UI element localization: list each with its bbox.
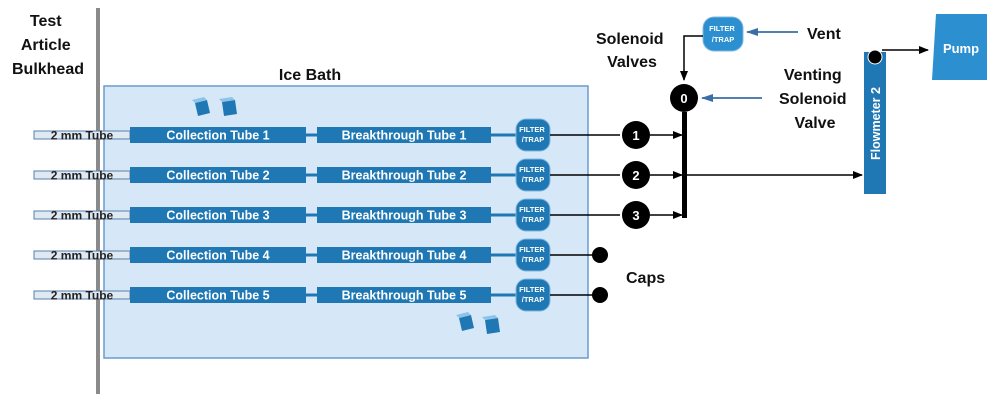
collection-tube (130, 127, 306, 143)
collection-tube (130, 207, 306, 223)
sample-train-2: 2 mm Tube Collection Tube 2 Breakthrough… (33, 158, 551, 192)
manifold (682, 112, 687, 218)
valve-number: 0 (680, 91, 687, 106)
collection-tube-label: Collection Tube 2 (166, 169, 269, 183)
breakthrough-tube-label: Breakthrough Tube 4 (342, 249, 467, 263)
bulkhead-label: Test Article Bulkhead (12, 13, 84, 78)
filter-trap-label: FILTER /TRAP (519, 165, 547, 184)
breakthrough-tube (317, 247, 491, 263)
flowmeter-label: Flowmeter 2 (869, 87, 883, 160)
breakthrough-tube (317, 207, 491, 223)
breakthrough-tube-label: Breakthrough Tube 3 (342, 209, 467, 223)
filter-trap-label: FILTER /TRAP (709, 24, 737, 44)
flowmeter (864, 52, 886, 194)
collection-tube (130, 287, 306, 303)
collection-tube-label: Collection Tube 5 (166, 289, 269, 303)
solenoid-valves-label: Solenoid Valves (596, 31, 668, 71)
cap (592, 287, 608, 303)
inlet-tube-label: 2 mm Tube (51, 209, 114, 223)
solenoid-valve-2 (622, 161, 650, 189)
vent-filter-trap (702, 16, 744, 52)
filter-trap-label: FILTER /TRAP (519, 245, 547, 264)
ice-cubes-icon (456, 312, 500, 334)
breakthrough-tube (317, 287, 491, 303)
filter-trap-label: FILTER /TRAP (519, 285, 547, 304)
venting-solenoid-valve (670, 84, 698, 112)
breakthrough-tube-label: Breakthrough Tube 1 (342, 129, 467, 143)
breakthrough-tube-label: Breakthrough Tube 5 (342, 289, 467, 303)
inlet-tube-label: 2 mm Tube (51, 289, 114, 303)
pump (932, 14, 987, 80)
breakthrough-tube (317, 127, 491, 143)
collection-tube-label: Collection Tube 3 (166, 209, 269, 223)
venting-solenoid-valve-label: Venting Solenoid Valve (779, 67, 851, 132)
valve-number: 2 (632, 168, 639, 183)
solenoid-valve-3 (622, 201, 650, 229)
inlet-tube-label: 2 mm Tube (51, 169, 114, 183)
bulkhead-wall (96, 8, 100, 394)
ice-cubes-icon (192, 97, 237, 116)
filter-trap-label: FILTER /TRAP (519, 205, 547, 224)
sample-train-5: 2 mm Tube Collection Tube 5 Breakthrough… (33, 278, 551, 312)
flowmeter-port (867, 49, 883, 65)
inlet-tube-label: 2 mm Tube (51, 129, 114, 143)
sample-train-1: 2 mm Tube Collection Tube 1 Breakthrough… (33, 118, 551, 152)
collection-tube-label: Collection Tube 4 (166, 249, 269, 263)
pump-label: Pump (943, 41, 979, 56)
valve-number: 1 (632, 128, 639, 143)
breakthrough-tube (317, 167, 491, 183)
solenoid-valve-1 (622, 121, 650, 149)
cap (592, 247, 608, 263)
ice-bath-label: Ice Bath (279, 67, 341, 84)
inlet-tube-label: 2 mm Tube (51, 249, 114, 263)
vent-line (680, 35, 703, 81)
vent-label: Vent (807, 26, 841, 43)
sample-train-3: 2 mm Tube Collection Tube 3 Breakthrough… (33, 198, 551, 232)
filter-trap-label: FILTER /TRAP (519, 125, 547, 144)
collection-tube (130, 247, 306, 263)
collection-tube (130, 167, 306, 183)
sample-train-4: 2 mm Tube Collection Tube 4 Breakthrough… (33, 238, 551, 272)
valve-number: 3 (632, 208, 639, 223)
collection-tube-label: Collection Tube 1 (166, 129, 269, 143)
caps-label: Caps (626, 270, 665, 287)
breakthrough-tube-label: Breakthrough Tube 2 (342, 169, 467, 183)
